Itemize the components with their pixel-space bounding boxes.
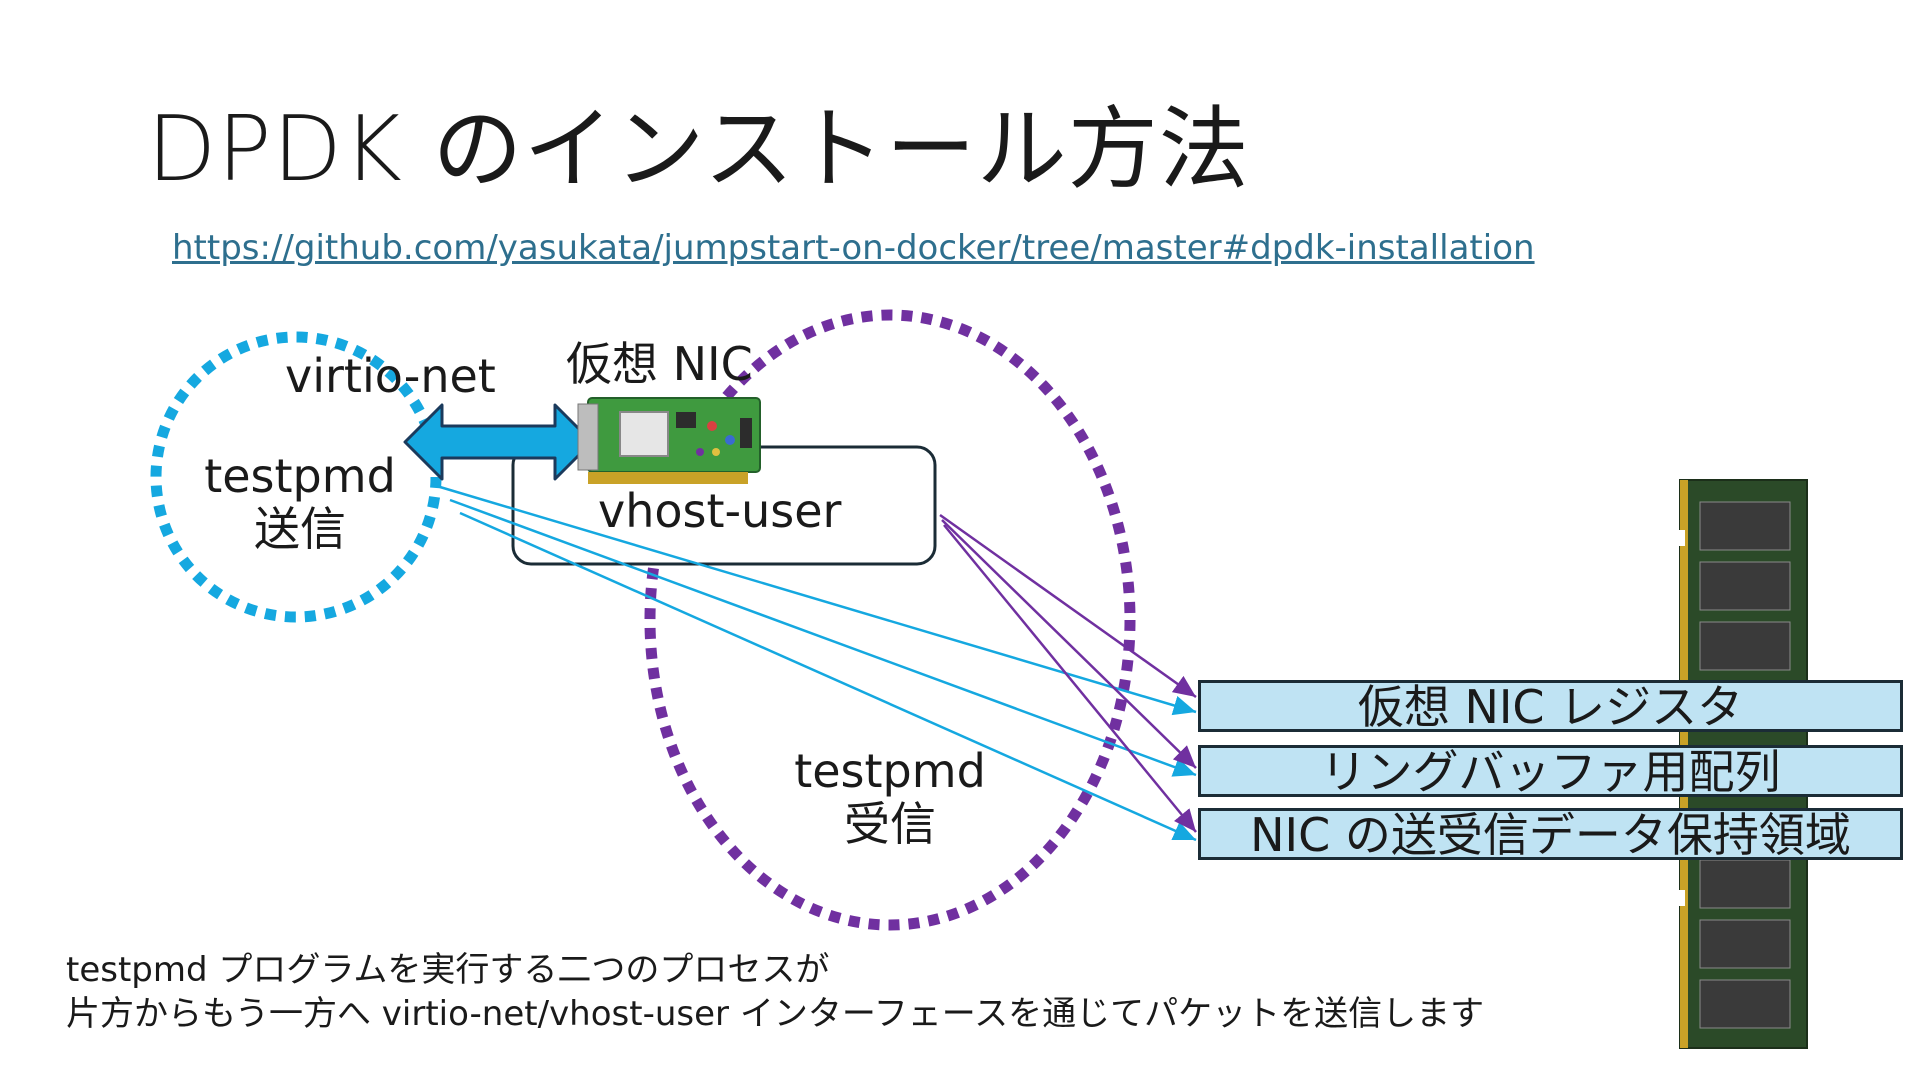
- receiver-name: testpmd: [794, 744, 986, 798]
- vhost-user-label: vhost-user: [598, 484, 842, 538]
- memory-region-nic-registers: 仮想 NIC レジスタ: [1198, 680, 1903, 732]
- sender-role: 送信: [254, 501, 346, 556]
- sender-name: testpmd: [204, 449, 396, 503]
- sender-process-circle: [150, 331, 442, 623]
- memory-region-packet-data: NIC の送受信データ保持領域: [1198, 808, 1903, 860]
- virtual-nic-label: 仮想 NIC: [566, 337, 753, 391]
- receiver-process-label: testpmd 受信: [775, 745, 1005, 851]
- virtio-vhost-double-arrow: [403, 403, 594, 481]
- sender-pointer-arrows: [439, 485, 1197, 842]
- network-card-icon: [577, 397, 761, 484]
- virtio-net-label: virtio-net: [285, 349, 496, 403]
- sender-process-label: testpmd 送信: [190, 450, 410, 556]
- receiver-pointer-arrows: [939, 513, 1197, 833]
- caption-line-1: testpmd プログラムを実行する二つのプロセスが: [66, 950, 830, 990]
- caption-line-2: 片方からもう一方へ virtio-net/vhost-user インターフェース…: [66, 994, 1485, 1034]
- memory-region-ring-buffer: リングバッファ用配列: [1198, 745, 1903, 797]
- install-link[interactable]: https://github.com/yasukata/jumpstart-on…: [172, 228, 1535, 268]
- caption: testpmd プログラムを実行する二つのプロセスが 片方からもう一方へ vir…: [66, 948, 1484, 1036]
- receiver-role: 受信: [844, 796, 936, 851]
- slide-title: DPDK のインストール方法: [147, 97, 1250, 202]
- receiver-process-ellipse: [644, 309, 1136, 931]
